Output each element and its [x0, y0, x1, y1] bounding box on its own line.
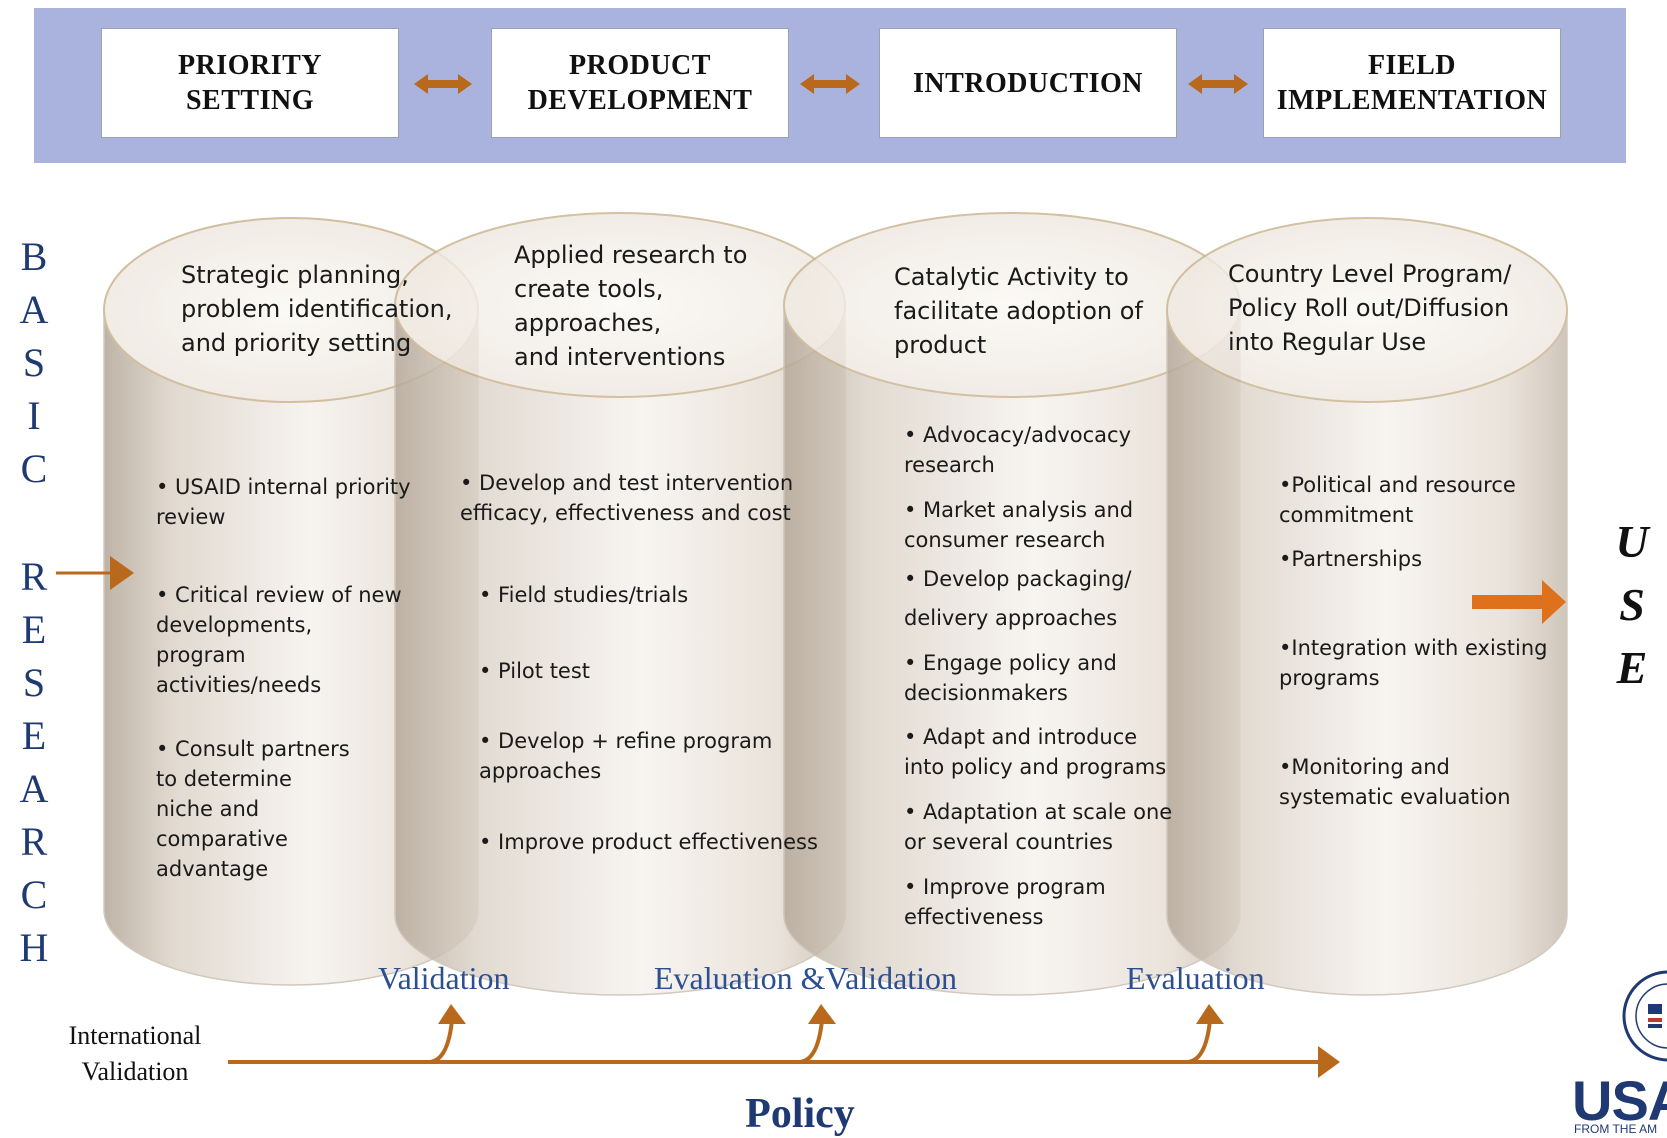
cylinder-4-item: •Political and resource commitment: [1279, 473, 1516, 527]
cylinder-1: [103, 217, 479, 986]
use-letter: U: [1615, 516, 1649, 567]
basic-letter: C: [20, 446, 48, 491]
basic-letter: S: [22, 340, 46, 385]
cylinder-2-caption: Applied research to create tools, approa…: [514, 241, 748, 371]
cylinder-3: [783, 212, 1241, 996]
research-letter: C: [20, 872, 48, 917]
cylinder-3-caption: Catalytic Activity to facilitate adoptio…: [894, 263, 1143, 359]
research-letter: R: [20, 819, 48, 864]
stage-field-implementation: FIELD IMPLEMENTATION: [1263, 28, 1561, 138]
international-validation-label: International Validation: [68, 1021, 202, 1086]
stage-product-development: PRODUCT DEVELOPMENT: [491, 28, 789, 138]
cylinder-3-item: • Adapt and introduce into policy and pr…: [904, 725, 1167, 779]
cylinder-4-item: •Integration with existing programs: [1279, 636, 1548, 690]
basic-label: B A S I C: [14, 230, 54, 495]
cylinder-4-item: •Partnerships: [1279, 547, 1423, 571]
cylinder-4-item: •Monitoring and systematic evaluation: [1279, 755, 1511, 809]
basic-letter: A: [19, 287, 49, 332]
cylinder-3-item: • Market analysis and consumer research: [904, 498, 1134, 552]
cylinder-1-item: • Consult partners to determine niche an…: [156, 737, 350, 881]
basic-research-arrow: [56, 556, 134, 590]
validation-label: Validation: [378, 960, 510, 996]
cylinder-3-item: delivery approaches: [904, 606, 1118, 630]
research-letter: S: [22, 660, 46, 705]
policy-label: Policy: [745, 1091, 855, 1137]
cylinder-2-item: • Develop + refine program approaches: [479, 729, 773, 783]
usaid-seal-icon: [1622, 970, 1667, 1062]
research-letter: E: [21, 713, 47, 758]
cylinder-1-caption: Strategic planning, problem identificati…: [181, 261, 453, 357]
policy-arrow: [228, 1004, 1340, 1078]
research-letter: A: [19, 766, 49, 811]
usaid-logo: USA: [1572, 1069, 1667, 1132]
use-letter: S: [1619, 579, 1645, 630]
cylinder-3-item: • Engage policy and decisionmakers: [904, 651, 1117, 705]
research-letter: R: [20, 554, 48, 599]
stage-connector-arrow: [1188, 74, 1248, 94]
cylinder-1-item: • Critical review of new developments, p…: [156, 583, 402, 697]
cylinder-2-item: • Field studies/trials: [479, 583, 689, 607]
stage-connector-arrow: [414, 74, 472, 94]
research-label: R E S E A R C H: [14, 550, 54, 974]
use-arrow: [1472, 580, 1566, 624]
research-letter: E: [21, 607, 47, 652]
stage-priority-setting: PRIORITY SETTING: [101, 28, 399, 138]
evaluation-label: Evaluation: [1126, 960, 1265, 996]
cylinder-2-item: • Develop and test intervention efficacy…: [460, 471, 794, 525]
basic-letter: B: [20, 234, 48, 279]
stage-introduction: INTRODUCTION: [879, 28, 1177, 138]
cylinder-3-item: • Adaptation at scale one or several cou…: [904, 800, 1173, 854]
cylinder-2-item: • Improve product effectiveness: [479, 830, 818, 854]
cylinder-4: [1166, 217, 1568, 996]
cylinder-4-caption: Country Level Program/ Policy Roll out/D…: [1228, 260, 1512, 356]
cylinder-3-item: • Advocacy/advocacy research: [904, 423, 1131, 477]
stage-connector-arrow: [800, 74, 860, 94]
usaid-logo-tagline: FROM THE AM: [1574, 1122, 1658, 1136]
use-letter: E: [1616, 642, 1648, 693]
cylinder-3-item: • Develop packaging/: [904, 567, 1132, 591]
research-letter: H: [19, 925, 49, 970]
cylinder-2-item: • Pilot test: [479, 659, 591, 683]
cylinder-1-item: • USAID internal priority review: [156, 475, 411, 529]
evaluation-validation-label: Evaluation &Validation: [654, 960, 958, 996]
basic-letter: I: [27, 393, 41, 438]
cylinder-3-item: • Improve program effectiveness: [904, 875, 1106, 929]
use-label: U S E: [1612, 510, 1652, 699]
